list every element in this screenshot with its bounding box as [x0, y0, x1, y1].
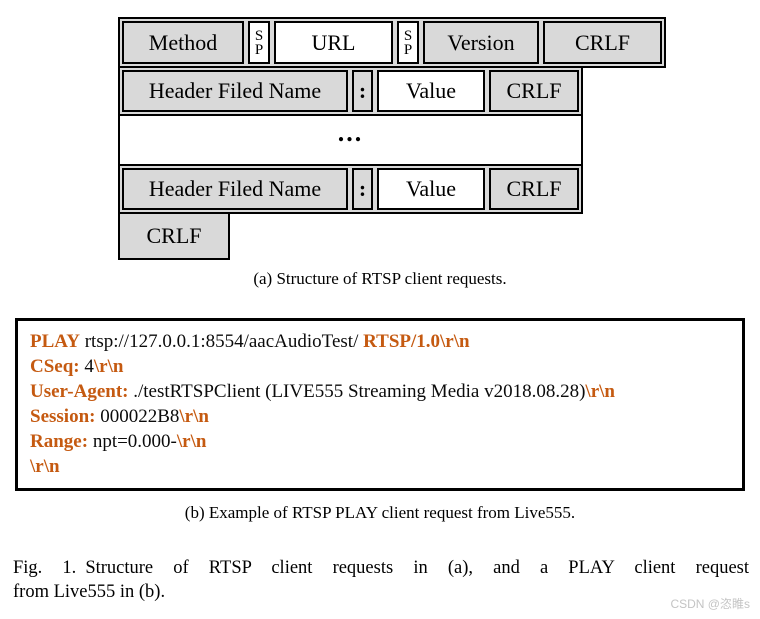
- final-crlf-row: CRLF: [118, 212, 230, 260]
- code-line: Session: 000022B8\r\n: [30, 404, 730, 429]
- ellipsis-row: ...: [118, 114, 583, 166]
- rtsp-token: \r\n: [585, 381, 615, 402]
- cell-sp-char: P: [403, 41, 413, 58]
- cell-sp-char: S: [403, 27, 413, 44]
- ellipsis-text: ...: [337, 118, 364, 147]
- rtsp-token: \r\n: [176, 431, 207, 452]
- cell-hfn: Header Filed Name: [122, 70, 348, 112]
- rtsp-text: ./testRTSPClient (LIVE555 Streaming Medi…: [128, 381, 586, 402]
- rtsp-token: PLAY: [30, 331, 80, 352]
- cell-crlf2: CRLF: [489, 168, 579, 210]
- cell-version: Version: [423, 21, 539, 64]
- caption-b: (b) Example of RTSP PLAY client request …: [184, 503, 576, 522]
- cell-method: Method: [122, 21, 244, 64]
- figure-caption-text1: Structure of RTSP client requests in (a)…: [85, 558, 749, 578]
- code-line: CSeq: 4\r\n: [30, 354, 730, 379]
- code-line: PLAY rtsp://127.0.0.1:8554/aacAudioTest/…: [30, 329, 730, 354]
- cell-url: URL: [274, 21, 393, 64]
- rtsp-token: \r\n: [179, 406, 209, 427]
- cell-sp-char: S: [254, 27, 264, 44]
- rtsp-token: \r\n: [93, 356, 124, 377]
- cell-value: Value: [377, 168, 485, 210]
- code-line: \r\n: [30, 454, 730, 479]
- rtsp-token: User-Agent:: [30, 381, 129, 402]
- rtsp-token: RTSP/1.0\r\n: [363, 331, 470, 352]
- rtsp-text: 4: [79, 356, 94, 377]
- cell-sp-char: P: [254, 41, 264, 58]
- figure-caption-line2: from Live555 in (b).: [13, 582, 166, 602]
- figure-label: Fig. 1.: [13, 558, 77, 578]
- rtsp-token: CSeq:: [30, 356, 80, 377]
- code-line: Range: npt=0.000-\r\n: [30, 429, 730, 454]
- rtsp-text: 000022B8: [95, 406, 180, 427]
- figure-caption-line1: Fig. 1. Structure of RTSP client requests…: [13, 556, 749, 580]
- cell-ellipsis: ...: [120, 116, 581, 164]
- rtsp-play-request-example: PLAY rtsp://127.0.0.1:8554/aacAudioTest/…: [15, 318, 745, 491]
- rtsp-token: Session:: [30, 406, 96, 427]
- cell-hfn: Header Filed Name: [122, 168, 348, 210]
- cell-crlf-end: CRLF: [120, 214, 228, 258]
- rtsp-text: rtsp://127.0.0.1:8554/aacAudioTest/: [79, 331, 364, 352]
- rtsp-token: \r\n: [30, 456, 60, 477]
- cell-value: Value: [377, 70, 485, 112]
- cell-colon: :: [352, 70, 373, 112]
- rtsp-token: Range:: [30, 431, 89, 452]
- cell-crlf: CRLF: [543, 21, 662, 64]
- rtsp-text: npt=0.000-: [88, 431, 177, 452]
- cell-crlf2: CRLF: [489, 70, 579, 112]
- watermark: CSDN @恣睢s: [670, 597, 750, 611]
- figure-caption: Fig. 1. Structure of RTSP client requests…: [13, 556, 749, 604]
- cell-colon: :: [352, 168, 373, 210]
- caption-a: (a) Structure of RTSP client requests.: [253, 269, 507, 288]
- code-line: User-Agent: ./testRTSPClient (LIVE555 St…: [30, 379, 730, 404]
